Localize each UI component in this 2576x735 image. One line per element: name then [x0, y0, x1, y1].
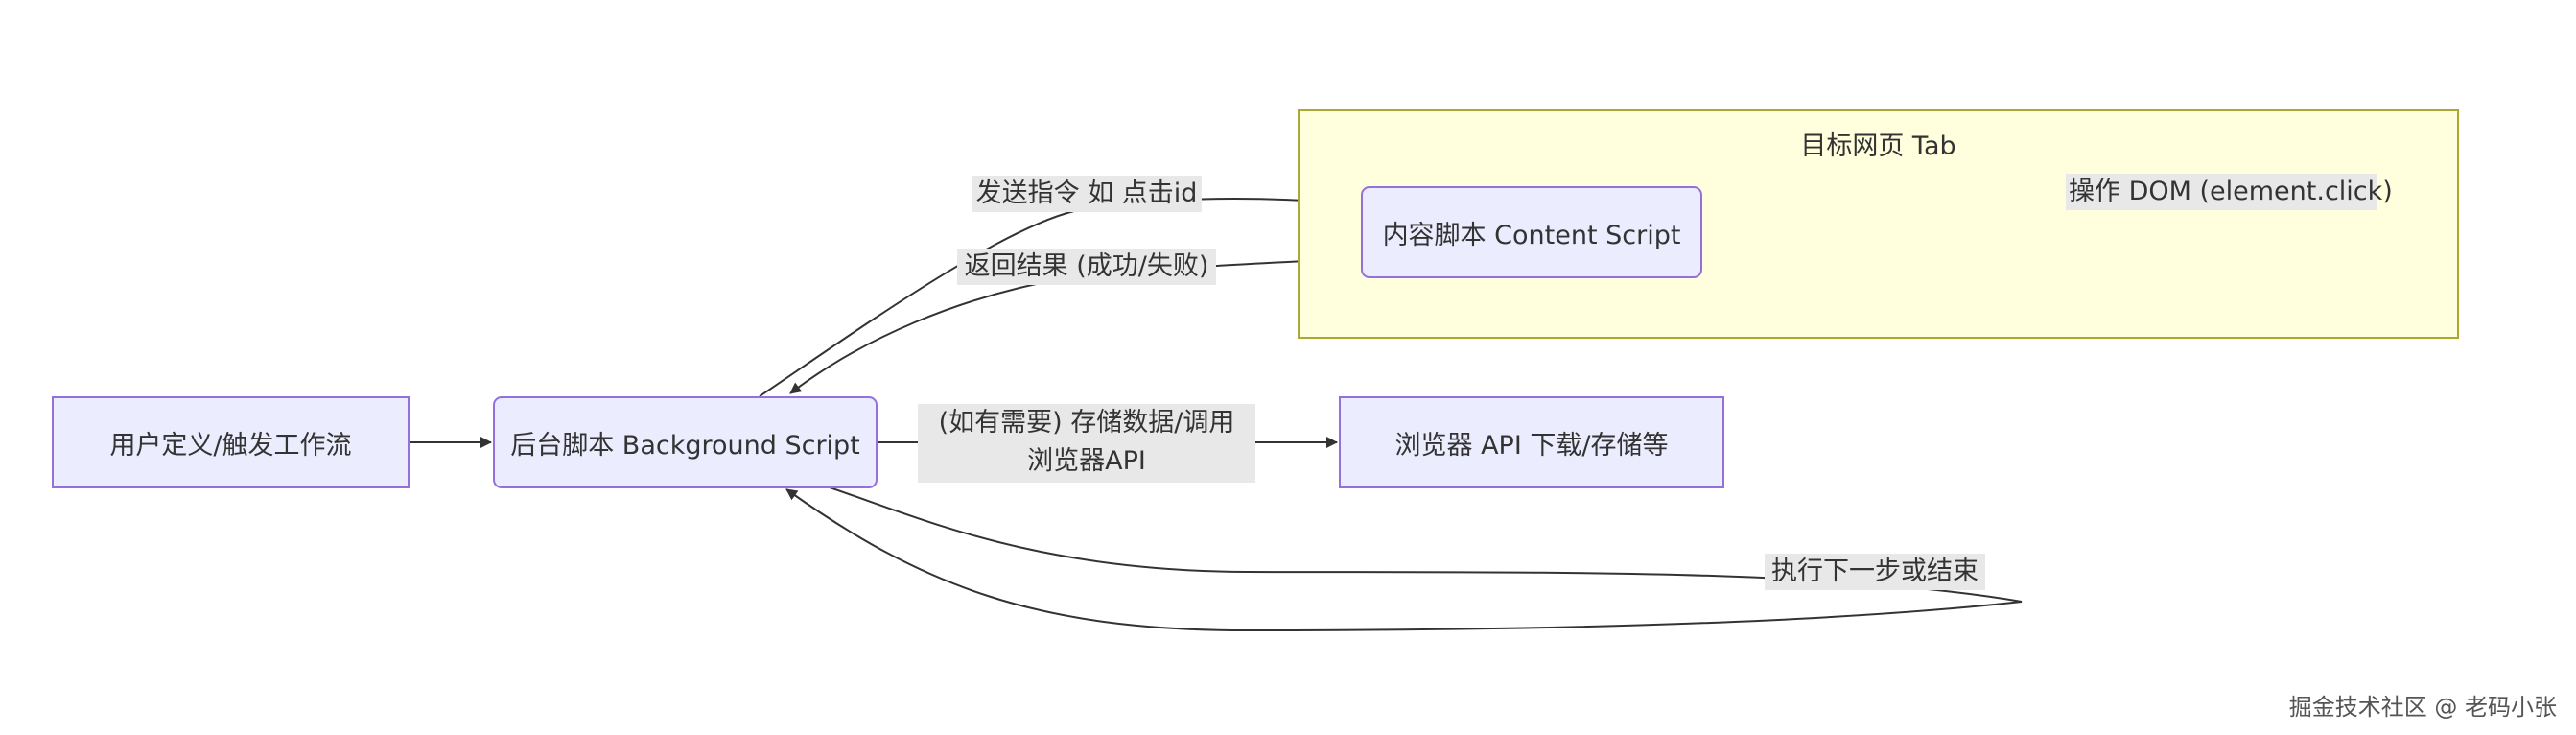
edge-label-return: 返回结果 (成功/失败): [957, 249, 1216, 285]
watermark: 掘金技术社区 @ 老码小张: [2288, 694, 2557, 721]
node-background-script-label: 后台脚本 Background Script: [510, 430, 860, 461]
edge-label-dom: 操作 DOM (element.click): [2066, 174, 2393, 210]
edge-label-send: 发送指令 如 点击id: [972, 176, 1202, 212]
node-browser-api: 浏览器 API 下载/存储等: [1339, 396, 1724, 488]
edge-background-next-loop: [785, 486, 2023, 632]
node-content-script: 内容脚本 Content Script: [1361, 186, 1702, 278]
node-user-workflow: 用户定义/触发工作流: [52, 396, 410, 488]
edge-background-to-content: [759, 198, 1361, 397]
node-browser-api-label: 浏览器 API 下载/存储等: [1394, 430, 1669, 461]
edge-label-next: 执行下一步或结束: [1765, 554, 1985, 590]
node-background-script: 后台脚本 Background Script: [493, 396, 878, 488]
edge-label-store-line1: (如有需要) 存储数据/调用: [938, 408, 1235, 438]
edge-label-store: (如有需要) 存储数据/调用 浏览器API: [918, 404, 1255, 483]
cluster-title: 目标网页 Tab: [1800, 131, 1956, 161]
edge-label-store-line2: 浏览器API: [1027, 446, 1146, 476]
node-content-script-label: 内容脚本 Content Script: [1382, 220, 1681, 250]
node-user-workflow-label: 用户定义/触发工作流: [109, 430, 352, 461]
